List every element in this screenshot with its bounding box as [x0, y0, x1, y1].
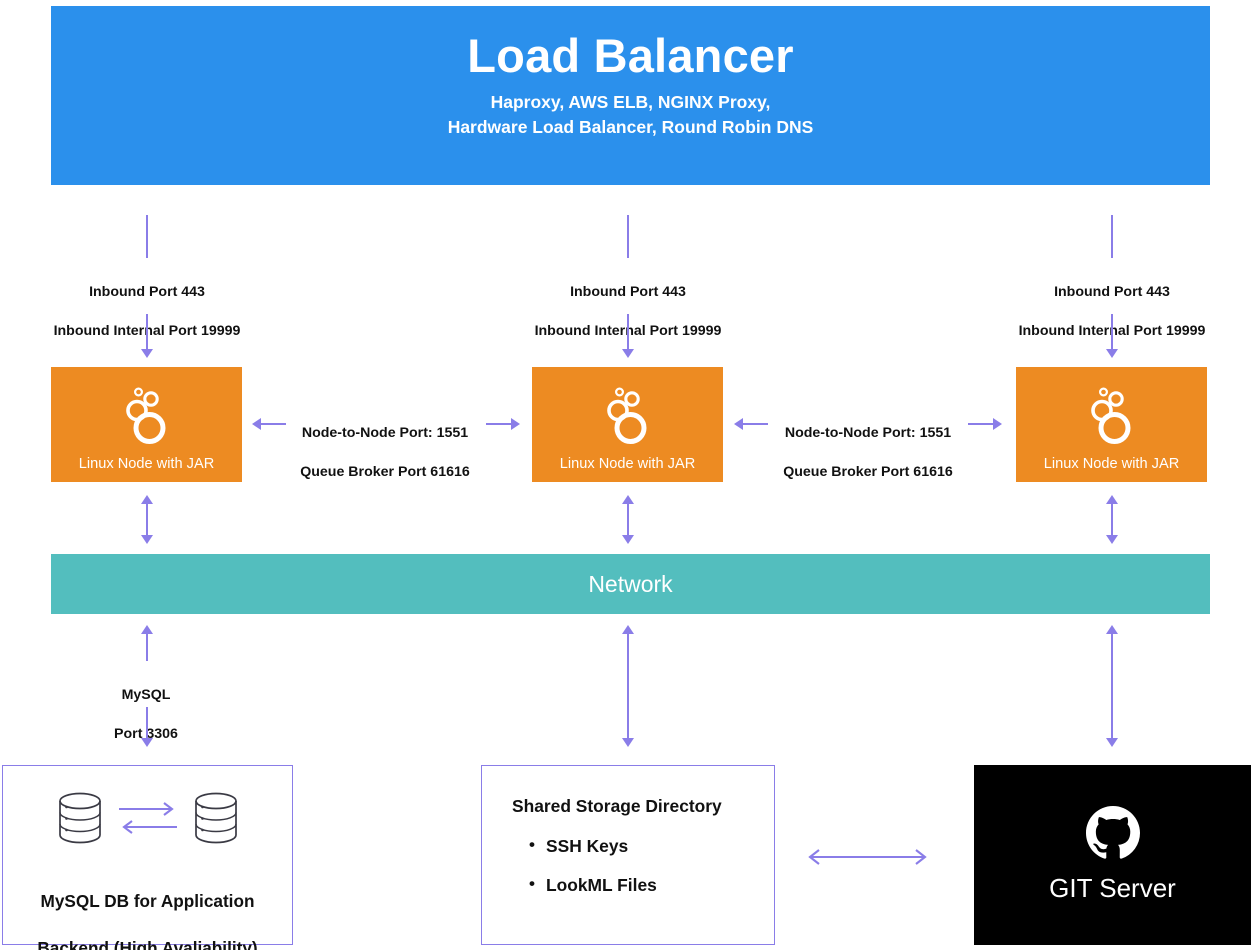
list-item: LookML Files	[529, 874, 774, 896]
mysql-database-caption-line-1: MySQL DB for Application	[40, 890, 255, 911]
linux-node-2-label: Linux Node with JAR	[559, 455, 696, 472]
linux-node-2[interactable]: Linux Node with JAR	[532, 367, 723, 482]
network-mysql-arrowhead-down-icon	[141, 738, 153, 747]
linux-node-3-label: Linux Node with JAR	[1043, 455, 1180, 472]
network-git-line	[1111, 633, 1113, 738]
node-2-3-line-left	[742, 423, 768, 425]
git-server-label: GIT Server	[1049, 873, 1176, 903]
node-3-network-arrowhead-down-icon	[1106, 535, 1118, 544]
network-git-arrowhead-down-icon	[1106, 738, 1118, 747]
mysql-link-label: MySQL Port 3306	[114, 687, 178, 742]
load-balancer-subtitle-line-1: Haproxy, AWS ELB, NGINX Proxy,	[490, 92, 771, 113]
node-1-network-line	[146, 503, 148, 536]
mysql-database-caption-line-2: Backend (High Avaliability)	[37, 938, 258, 950]
load-balancer-box: Load Balancer Haproxy, AWS ELB, NGINX Pr…	[51, 6, 1210, 185]
looker-bubbles-icon	[124, 385, 170, 450]
node-1-2-arrowhead-right-icon	[511, 418, 520, 430]
node-2-network-line	[627, 503, 629, 536]
lb-to-node-2-line-bottom	[627, 314, 629, 350]
load-balancer-subtitle-line-2: Hardware Load Balancer, Round Robin DNS	[447, 117, 814, 138]
mysql-database-caption: MySQL DB for Application Backend (High A…	[37, 866, 257, 950]
load-balancer-title: Load Balancer	[467, 29, 794, 82]
node-2-3-arrowhead-left-icon	[734, 418, 743, 430]
mysql-database-box: MySQL DB for Application Backend (High A…	[2, 765, 293, 950]
looker-bubbles-icon	[1089, 385, 1135, 450]
shared-storage-title: Shared Storage Directory	[512, 796, 722, 816]
node-3-network-arrowhead-up-icon	[1106, 495, 1118, 504]
network-label: Network	[588, 570, 673, 597]
node-1-2-arrowhead-left-icon	[252, 418, 261, 430]
inbound-ports-label-2: Inbound Port 443 Inbound Internal Port 1…	[534, 284, 722, 339]
network-mysql-arrowhead-up-icon	[141, 625, 153, 634]
node-1-2-line-left	[260, 423, 286, 425]
node-3-network-line	[1111, 503, 1113, 536]
storage-git-double-arrow-icon	[805, 845, 930, 874]
network-box: Network	[51, 554, 1210, 614]
lb-to-node-1-line-bottom	[146, 314, 148, 350]
network-storage-line	[627, 633, 629, 738]
network-mysql-line-top	[146, 633, 148, 661]
node-1-network-arrowhead-up-icon	[141, 495, 153, 504]
lb-to-node-3-arrowhead-icon	[1106, 349, 1118, 358]
looker-bubbles-icon	[605, 385, 651, 450]
node-1-2-link-label: Node-to-Node Port: 1551 Queue Broker Por…	[300, 425, 470, 480]
github-octocat-icon	[1085, 806, 1140, 865]
network-mysql-line-bottom	[146, 707, 148, 739]
linux-node-3[interactable]: Linux Node with JAR	[1016, 367, 1207, 482]
node-2-3-line-right	[968, 423, 994, 425]
inbound-ports-label-1: Inbound Port 443 Inbound Internal Port 1…	[53, 284, 241, 339]
database-cylinder-icon	[57, 791, 103, 850]
lb-to-node-3-line-bottom	[1111, 314, 1113, 350]
shared-storage-list: SSH Keys LookML Files	[512, 835, 774, 896]
network-git-arrowhead-up-icon	[1106, 625, 1118, 634]
git-server-box: GIT Server	[974, 765, 1251, 945]
database-replication-row	[57, 791, 239, 850]
node-2-network-arrowhead-up-icon	[622, 495, 634, 504]
lb-to-node-1-arrowhead-icon	[141, 349, 153, 358]
lb-to-node-2-line-top	[627, 215, 629, 258]
node-2-3-link-label: Node-to-Node Port: 1551 Queue Broker Por…	[783, 425, 953, 480]
lb-to-node-3-line-top	[1111, 215, 1113, 258]
node-1-network-arrowhead-down-icon	[141, 535, 153, 544]
list-item: SSH Keys	[529, 835, 774, 857]
database-sync-arrows	[117, 795, 179, 846]
inbound-ports-label-3: Inbound Port 443 Inbound Internal Port 1…	[1018, 284, 1206, 339]
node-2-network-arrowhead-down-icon	[622, 535, 634, 544]
linux-node-1-label: Linux Node with JAR	[78, 455, 215, 472]
node-2-3-arrowhead-right-icon	[993, 418, 1002, 430]
shared-storage-box: Shared Storage Directory SSH Keys LookML…	[481, 765, 775, 945]
lb-to-node-2-arrowhead-icon	[622, 349, 634, 358]
lb-to-node-1-line-top	[146, 215, 148, 258]
node-1-2-line-right	[486, 423, 512, 425]
linux-node-1[interactable]: Linux Node with JAR	[51, 367, 242, 482]
database-cylinder-icon	[193, 791, 239, 850]
network-storage-arrowhead-down-icon	[622, 738, 634, 747]
network-storage-arrowhead-up-icon	[622, 625, 634, 634]
